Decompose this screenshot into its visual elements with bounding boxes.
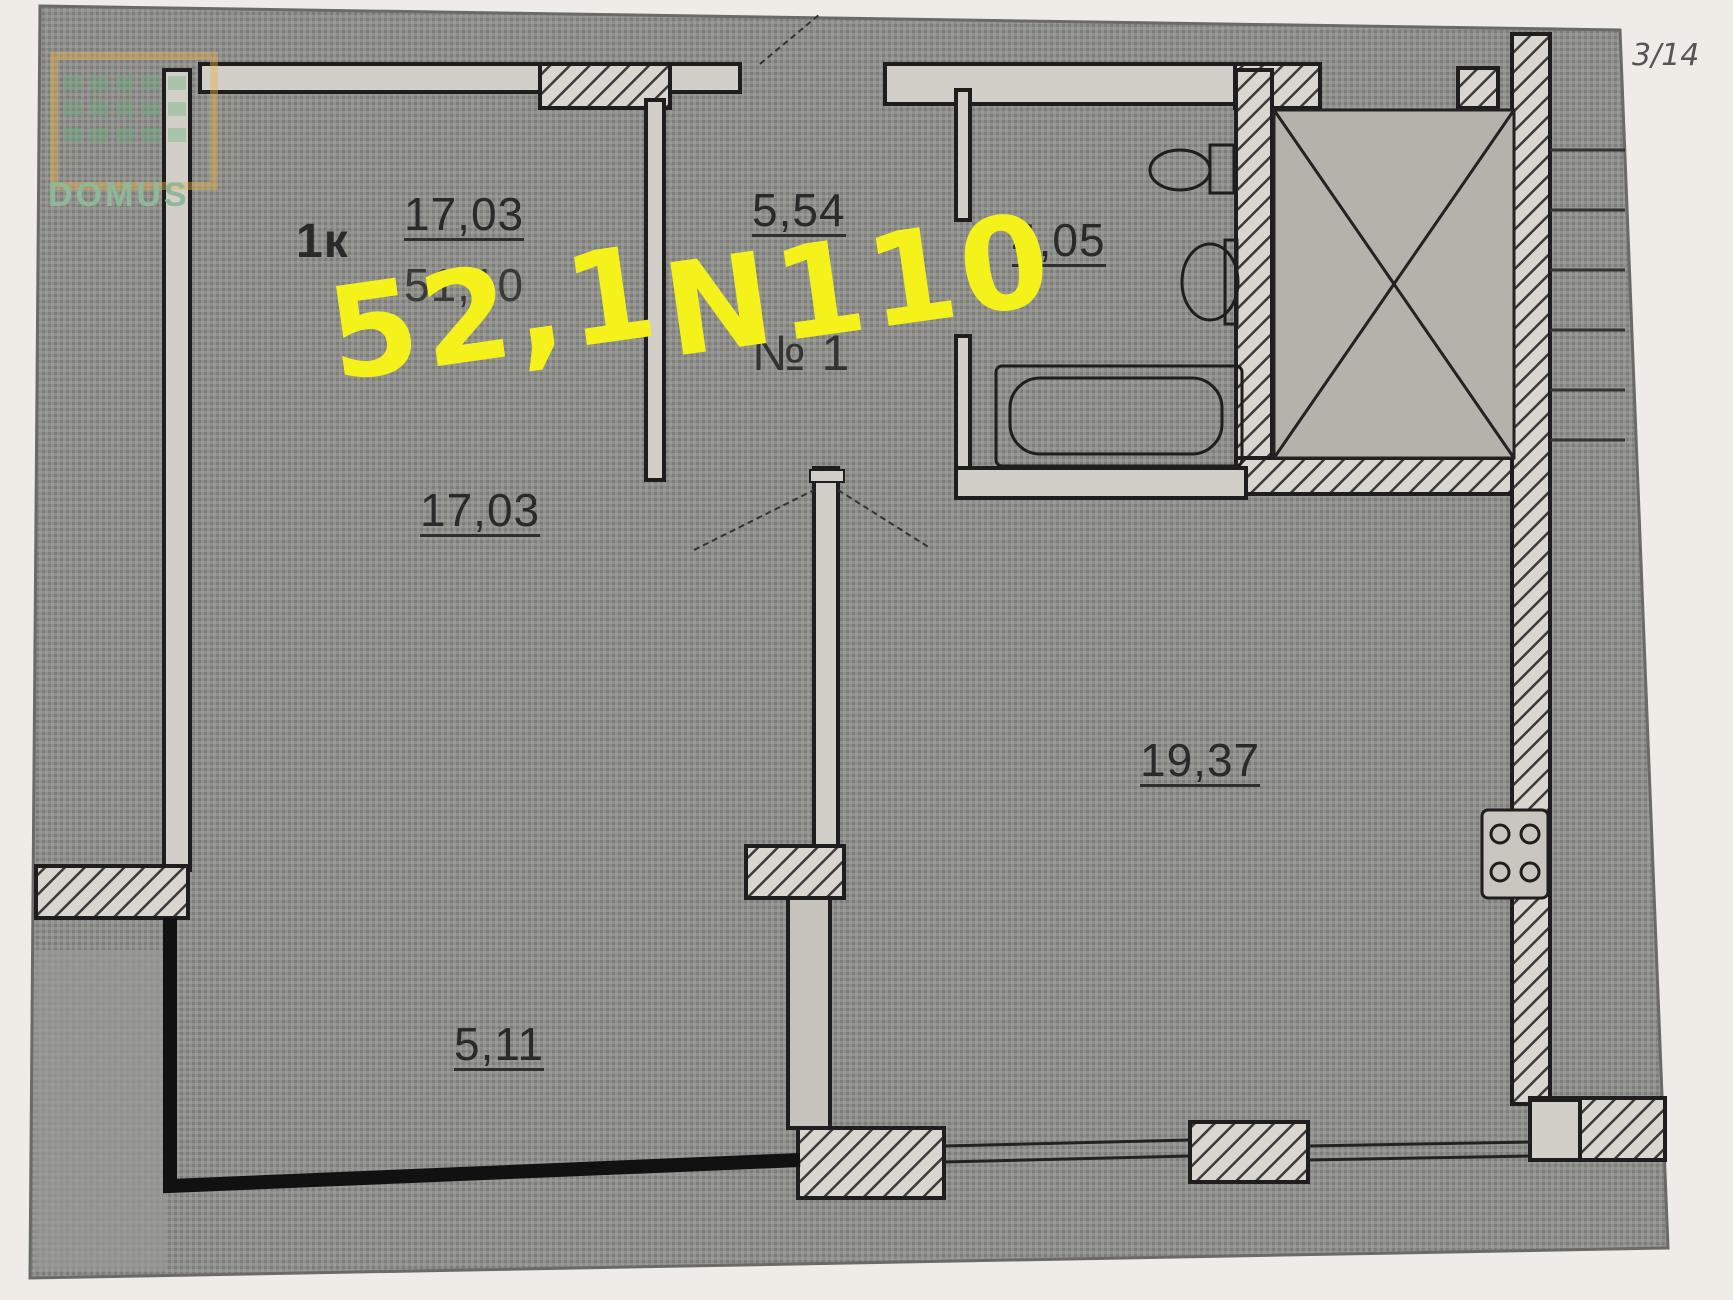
total-area-top-label: 17,03 <box>404 188 525 242</box>
sink <box>1180 238 1240 326</box>
balcony-area-label: 5,11 <box>454 1018 545 1072</box>
room-area-label: 17,03 <box>420 484 541 538</box>
logo-text: DOMUS <box>48 176 190 214</box>
door-swings <box>693 13 931 551</box>
corridor-area-label: 5,54 <box>752 184 846 238</box>
rooms-count-label: 1к <box>296 215 349 268</box>
staircase-lines <box>1550 148 1625 442</box>
stove <box>1480 808 1550 900</box>
apartment-number-label: № 1 <box>752 325 851 381</box>
toilet <box>1148 143 1236 195</box>
kitchen-area-label: 19,37 <box>1140 734 1261 788</box>
bathroom-area-label: 4,05 <box>1012 214 1106 268</box>
balcony-outline <box>163 918 801 1194</box>
walls <box>34 32 1667 1200</box>
ventilation-shaft <box>1272 108 1516 460</box>
bathtub <box>994 364 1244 468</box>
sheet-note: 3/14 <box>1632 38 1700 73</box>
domus-logo <box>50 52 218 190</box>
total-area-sub-label: 51,10 <box>404 259 525 311</box>
window-lines <box>943 1138 1531 1164</box>
